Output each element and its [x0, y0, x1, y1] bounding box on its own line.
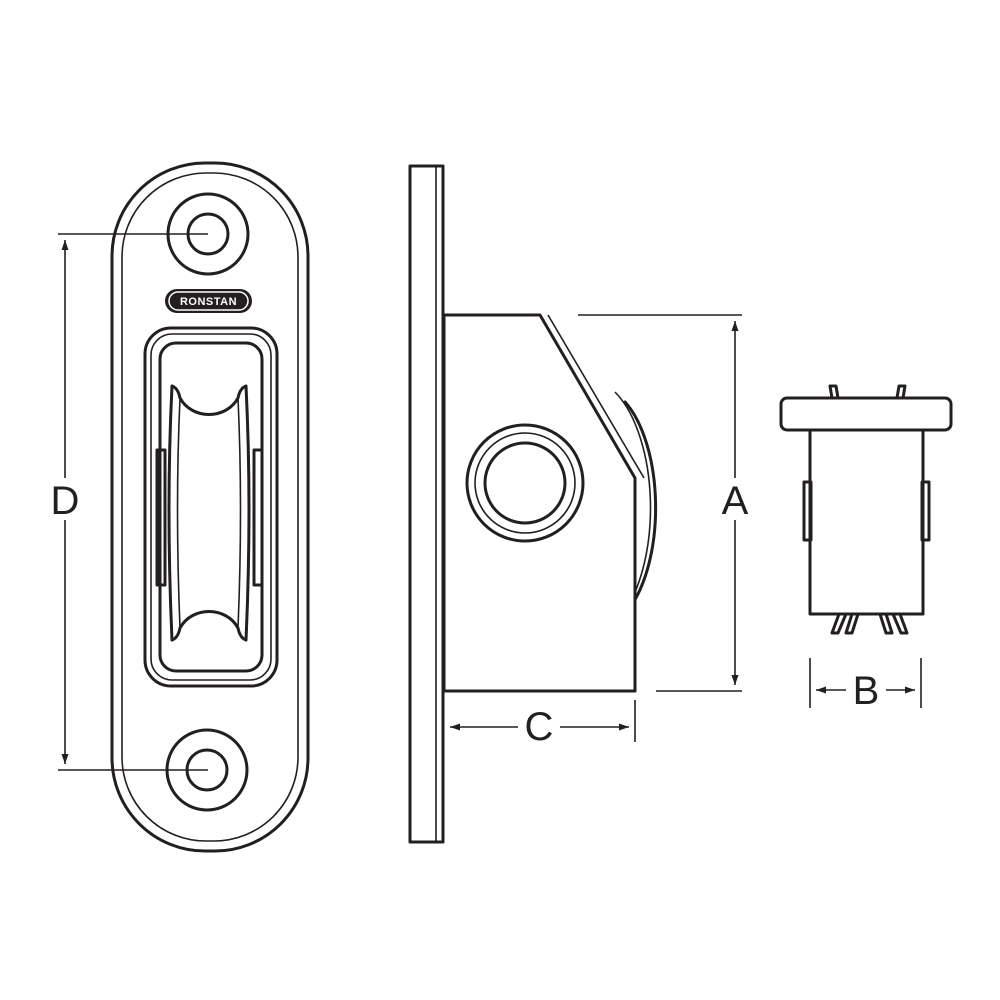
base-plate-inner [121, 172, 299, 842]
dimension-d: D [51, 233, 208, 771]
dimension-c: C [450, 700, 636, 749]
side-view [408, 164, 658, 844]
brand-logo: RONSTAN [165, 289, 252, 313]
dimension-a: A [578, 314, 749, 692]
sheave-rim [623, 400, 658, 612]
dimension-d-label: D [51, 479, 80, 523]
front-view: RONSTAN [110, 161, 310, 853]
side-base-plate [408, 164, 445, 844]
housing-body [442, 313, 637, 693]
end-cap [779, 396, 953, 432]
end-view [779, 384, 953, 635]
base-plate-outer [110, 161, 310, 853]
brand-logo-text: RONSTAN [180, 296, 237, 308]
dimension-a-label: A [722, 479, 749, 523]
end-body [808, 428, 925, 616]
dimension-c-label: C [525, 705, 554, 749]
sheave-profile [155, 384, 264, 642]
axle-boss [465, 423, 585, 543]
dimension-b: B [809, 658, 922, 713]
dimension-b-label: B [853, 669, 880, 713]
